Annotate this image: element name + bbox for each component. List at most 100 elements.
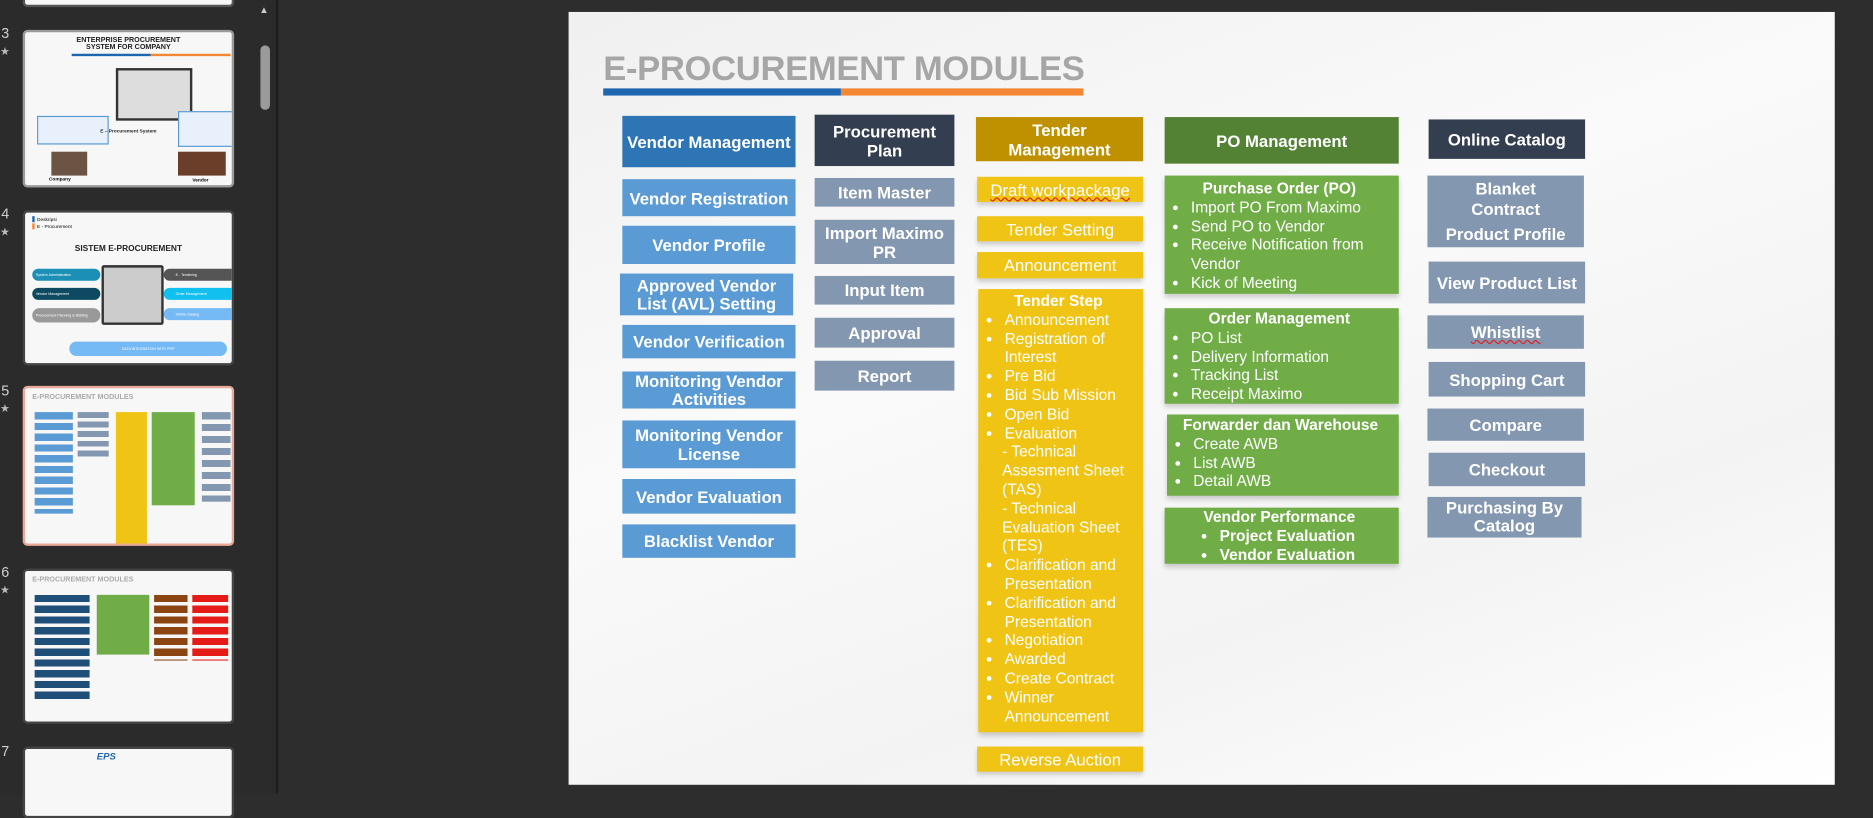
thumb-label: System Administration — [32, 268, 101, 281]
thumb-title: E-PROCUREMENT MODULES — [32, 394, 134, 402]
thumb-label: E - Procurement — [32, 223, 72, 230]
module-avl-setting: Approved Vendor List (AVL) Setting — [619, 273, 794, 316]
star-icon: ★ — [0, 584, 10, 597]
tender-step-item: Create Contract — [1005, 669, 1139, 688]
scrollbar-thumb[interactable] — [260, 45, 270, 110]
po-group-title: Purchase Order (PO) — [1202, 179, 1357, 198]
star-icon: ★ — [0, 45, 10, 58]
po-group-title: Forwarder dan Warehouse — [1182, 415, 1379, 434]
po-group-title: Vendor Performance — [1203, 507, 1356, 526]
online-catalog-header: Online Catalog — [1428, 119, 1586, 159]
po-group-item: Detail AWB — [1193, 472, 1394, 491]
po-group-item: Project Evaluation — [1220, 527, 1394, 546]
thumb-label: DATA INTEGRATION WITH PRP — [69, 341, 227, 356]
star-icon: ★ — [0, 402, 10, 415]
tender-step-item: Negotiation — [1005, 631, 1139, 650]
po-group-item: Kick of Meeting — [1191, 274, 1394, 293]
module-label: Whistlist — [1470, 322, 1541, 342]
po-group-item: Tracking List — [1191, 366, 1394, 385]
module-label: Blanket Contract — [1471, 178, 1541, 218]
slide-title: E-PROCUREMENT MODULES — [603, 50, 1085, 89]
thumb-label: Online Catalog — [163, 308, 232, 321]
module-reverse-auction: Reverse Auction — [977, 746, 1144, 772]
title-underline-blue — [603, 88, 841, 96]
slide-thumbnail-3[interactable]: ENTERPRISE PROCUREMENT SYSTEM FOR COMPAN… — [22, 29, 235, 188]
procurement-plan-header: Procurement Plan — [814, 114, 955, 167]
thumb-title: EPS — [96, 751, 116, 763]
thumbnail-scrollbar[interactable] — [254, 0, 274, 794]
module-blacklist-vendor: Blacklist Vendor — [622, 524, 796, 558]
tender-step-box: Tender Step AnnouncementRegistration of … — [978, 289, 1144, 733]
thumb-title: ENTERPRISE PROCUREMENT SYSTEM FOR COMPAN… — [76, 37, 181, 52]
tender-step-title: Tender Step — [1014, 291, 1103, 310]
po-group-order-management: Order ManagementPO ListDelivery Informat… — [1164, 308, 1399, 404]
tender-step-item: Announcement — [1005, 310, 1139, 329]
module-label: Draft workpackage — [990, 179, 1130, 199]
module-blanket-contract-product-profile: Blanket Contract Product Profile — [1427, 175, 1584, 248]
slide-number: 7 — [1, 742, 10, 760]
slide-number: 6 — [1, 563, 10, 581]
module-import-maximo-pr: Import Maximo PR — [814, 219, 955, 264]
po-group-purchase-order: Purchase Order (PO)Import PO From Maximo… — [1164, 175, 1399, 294]
slide-thumbnail-6[interactable]: E-PROCUREMENT MODULES — [22, 568, 235, 724]
slide-thumbnail-4[interactable]: Deskripsi E - Procurement SISTEM E-PROCU… — [22, 210, 235, 366]
module-report: Report — [814, 360, 955, 391]
module-vendor-verification: Vendor Verification — [622, 324, 796, 359]
slide-thumbnail-partial[interactable] — [22, 0, 235, 8]
po-group-item: Send PO to Vendor — [1191, 217, 1394, 236]
thumb-label: E – Procurement System — [100, 127, 157, 134]
scroll-up-arrow-icon[interactable]: ▲ — [259, 4, 269, 16]
star-icon: ★ — [0, 225, 10, 238]
module-monitoring-vendor-activities: Monitoring Vendor Activities — [622, 371, 796, 409]
po-group-forwarder-warehouse: Forwarder dan WarehouseCreate AWBList AW… — [1167, 414, 1399, 496]
po-management-header: PO Management — [1164, 117, 1399, 164]
thumb-label: Vendor Management — [32, 287, 101, 300]
po-group-title: Order Management — [1208, 309, 1351, 328]
tender-step-item: Clarification and Presentation — [1005, 593, 1139, 631]
po-group-vendor-performance: Vendor PerformanceProject EvaluationVend… — [1164, 507, 1399, 564]
module-input-item: Input Item — [814, 275, 955, 305]
slide-number: 5 — [1, 382, 10, 399]
po-group-item: Receipt Maximo — [1191, 385, 1394, 404]
po-group-item: Create AWB — [1193, 435, 1394, 454]
module-view-product-list: View Product List — [1428, 261, 1586, 304]
tender-step-item: Evaluation — [1005, 424, 1139, 443]
module-compare: Compare — [1427, 408, 1584, 441]
tender-step-item: Open Bid — [1005, 405, 1139, 424]
thumb-label: Procurement Planning & Bidding — [32, 308, 101, 323]
module-vendor-profile: Vendor Profile — [622, 225, 796, 264]
tender-step-item: Registration of Interest — [1005, 329, 1139, 367]
tender-management-header: Tender Management — [975, 117, 1144, 162]
po-group-item: Vendor Evaluation — [1220, 545, 1394, 564]
slide-thumbnail-5-selected[interactable]: E-PROCUREMENT MODULES — [22, 385, 235, 546]
module-draft-workpackage: Draft workpackage — [977, 176, 1144, 202]
module-label: Product Profile — [1445, 223, 1566, 244]
tender-step-item: Bid Sub Mission — [1005, 386, 1139, 405]
module-tender-setting: Tender Setting — [977, 216, 1144, 242]
slide-thumbnail-7[interactable]: EPS — [22, 746, 235, 818]
module-vendor-registration: Vendor Registration — [622, 179, 796, 217]
module-monitoring-vendor-license: Monitoring Vendor License — [622, 420, 796, 469]
thumb-label: E - Tendering — [163, 268, 232, 281]
tender-step-subitem: - Technical Evaluation Sheet (TES) — [1002, 499, 1120, 555]
thumb-title: E-PROCUREMENT MODULES — [32, 576, 134, 585]
thumb-label: Deskripsi — [32, 216, 57, 223]
thumb-label: Vendor — [192, 176, 209, 183]
module-purchasing-by-catalog: Purchasing By Catalog — [1427, 496, 1582, 538]
module-vendor-evaluation: Vendor Evaluation — [622, 478, 796, 514]
po-group-item: Delivery Information — [1191, 347, 1394, 366]
title-underline-orange — [840, 88, 1084, 96]
tender-step-item: Awarded — [1005, 650, 1139, 669]
slide-number: 4 — [1, 205, 10, 223]
module-announcement: Announcement — [977, 252, 1144, 279]
module-checkout: Checkout — [1428, 452, 1586, 487]
vendor-management-header: Vendor Management — [622, 115, 796, 168]
tender-step-item: Winner Announcement — [1005, 688, 1139, 726]
module-item-master: Item Master — [814, 177, 955, 207]
pane-divider[interactable] — [275, 0, 279, 794]
thumb-label: Order Management — [163, 287, 232, 300]
module-whistlist: Whistlist — [1427, 315, 1584, 349]
tender-step-subitem: - Technical Assesment Sheet (TAS) — [1002, 442, 1124, 499]
po-group-item: PO List — [1191, 328, 1394, 347]
po-group-item: List AWB — [1193, 453, 1394, 472]
